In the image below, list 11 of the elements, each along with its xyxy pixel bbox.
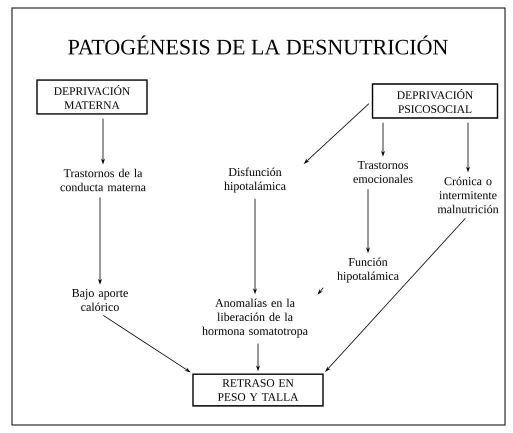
factor-text: Anomalías en la liberación de la hormona somatotropa: [202, 298, 308, 338]
cause-box: DEPRIVACIÓN MATERNA: [36, 79, 148, 115]
outcome-box: RETRASO EN PESO Y TALLA: [192, 373, 324, 407]
factor-text: Función hipotalámica: [337, 258, 399, 282]
cause-box: DEPRIVACIÓN PSICOSOCIAL: [372, 83, 498, 119]
factor-text: Bajo aporte calórico: [72, 288, 128, 312]
title: PATOGÉNESIS DE LA DESNUTRICIÓN: [68, 35, 448, 55]
factor-text: Disfunción hipotalámica: [224, 168, 286, 192]
factor-text: Trastornos emocionales: [354, 161, 413, 183]
factor-text: Crónica o intermitente malnutrición: [438, 176, 498, 214]
factor-text: Trastornos de la conducta materna: [60, 168, 146, 192]
